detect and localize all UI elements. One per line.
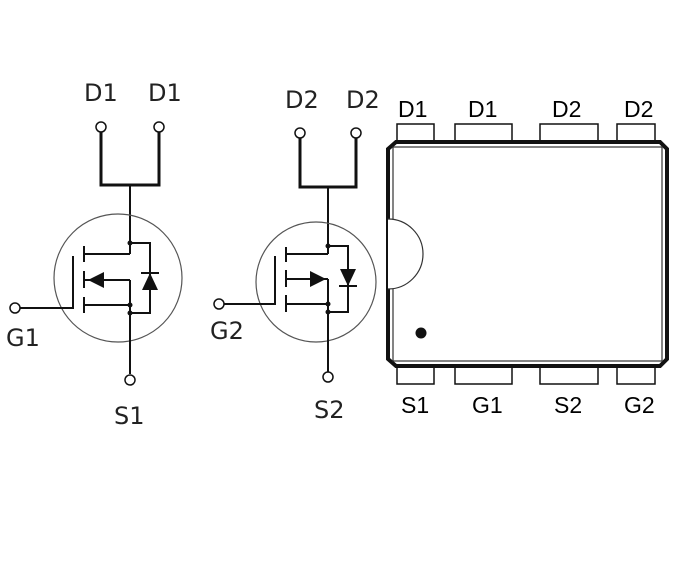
mosfet-1-gate-terminal (9, 302, 21, 314)
mosfet-1-source-terminal (124, 374, 136, 386)
package-bottom-pin-4-label: G2 (624, 392, 655, 418)
mosfet-1-envelope (53, 213, 183, 343)
mosfet-1-drain-right-terminal (153, 121, 165, 133)
mosfet-2-arrow-icon (310, 271, 326, 287)
package-pin1-dot (415, 327, 427, 339)
mosfet-2-source-label: S2 (314, 396, 345, 424)
package-top-pin-4 (616, 123, 656, 143)
mosfet-1-diode-loop (130, 242, 151, 314)
mosfet-1-gate-wire (20, 256, 74, 309)
mosfet-2-drain-left-label: D2 (285, 86, 319, 114)
mosfet-2-drain-right-label: D2 (346, 86, 380, 114)
package-bottom-pin-2 (454, 365, 513, 385)
mosfet-1-diode-icon (142, 273, 158, 290)
mosfet-1-drain-left-terminal (95, 121, 107, 133)
package-top-pin-4-label: D2 (624, 96, 653, 122)
package-top-pin-2 (454, 123, 513, 143)
package-top-pin-1 (396, 123, 435, 143)
package-body (386, 140, 669, 368)
package-bottom-pin-3-label: S2 (554, 392, 582, 418)
mosfet-1-drain-left-label: D1 (84, 79, 118, 107)
mosfet-1-gate-label: G1 (6, 324, 40, 352)
package-top-pin-2-label: D1 (468, 96, 497, 122)
mosfet-2-source-terminal (322, 371, 334, 383)
mosfet-2-diode-icon (340, 269, 356, 286)
mosfet-2-drain-right-terminal (350, 127, 362, 139)
mosfet-2-gate-wire (224, 256, 276, 305)
mosfet-1-source-label: S1 (114, 402, 145, 430)
mosfet-2-gate-label: G2 (210, 317, 244, 345)
mosfet-2-drain-left-terminal (294, 127, 306, 139)
package-notch (387, 218, 424, 290)
package-top-pin-3-label: D2 (552, 96, 581, 122)
mosfet-1-drain-right-label: D1 (148, 79, 182, 107)
package-bottom-pin-1 (396, 365, 435, 385)
mosfet-1-arrow-icon (88, 272, 104, 288)
package-bottom-pin-1-label: S1 (401, 392, 429, 418)
mosfet-1-drain-bus (99, 132, 161, 187)
package-bottom-pin-4 (616, 365, 656, 385)
package-top-pin-1-label: D1 (398, 96, 427, 122)
mosfet-2-gate-terminal (213, 298, 225, 310)
mosfet-1-symbol: D1 D1 G1 S1 (6, 79, 183, 430)
package-bottom-pin-3 (539, 365, 599, 385)
mosfet-2-envelope (255, 221, 377, 343)
mosfet-2-drain-bus (298, 138, 358, 189)
ic-package: D1 D1 D2 D2 S1 G1 S2 G2 (386, 96, 669, 418)
mosfet-2-symbol: D2 D2 G2 S2 (210, 86, 380, 424)
package-bottom-pin-2-label: G1 (472, 392, 503, 418)
package-top-pin-3 (539, 123, 599, 143)
